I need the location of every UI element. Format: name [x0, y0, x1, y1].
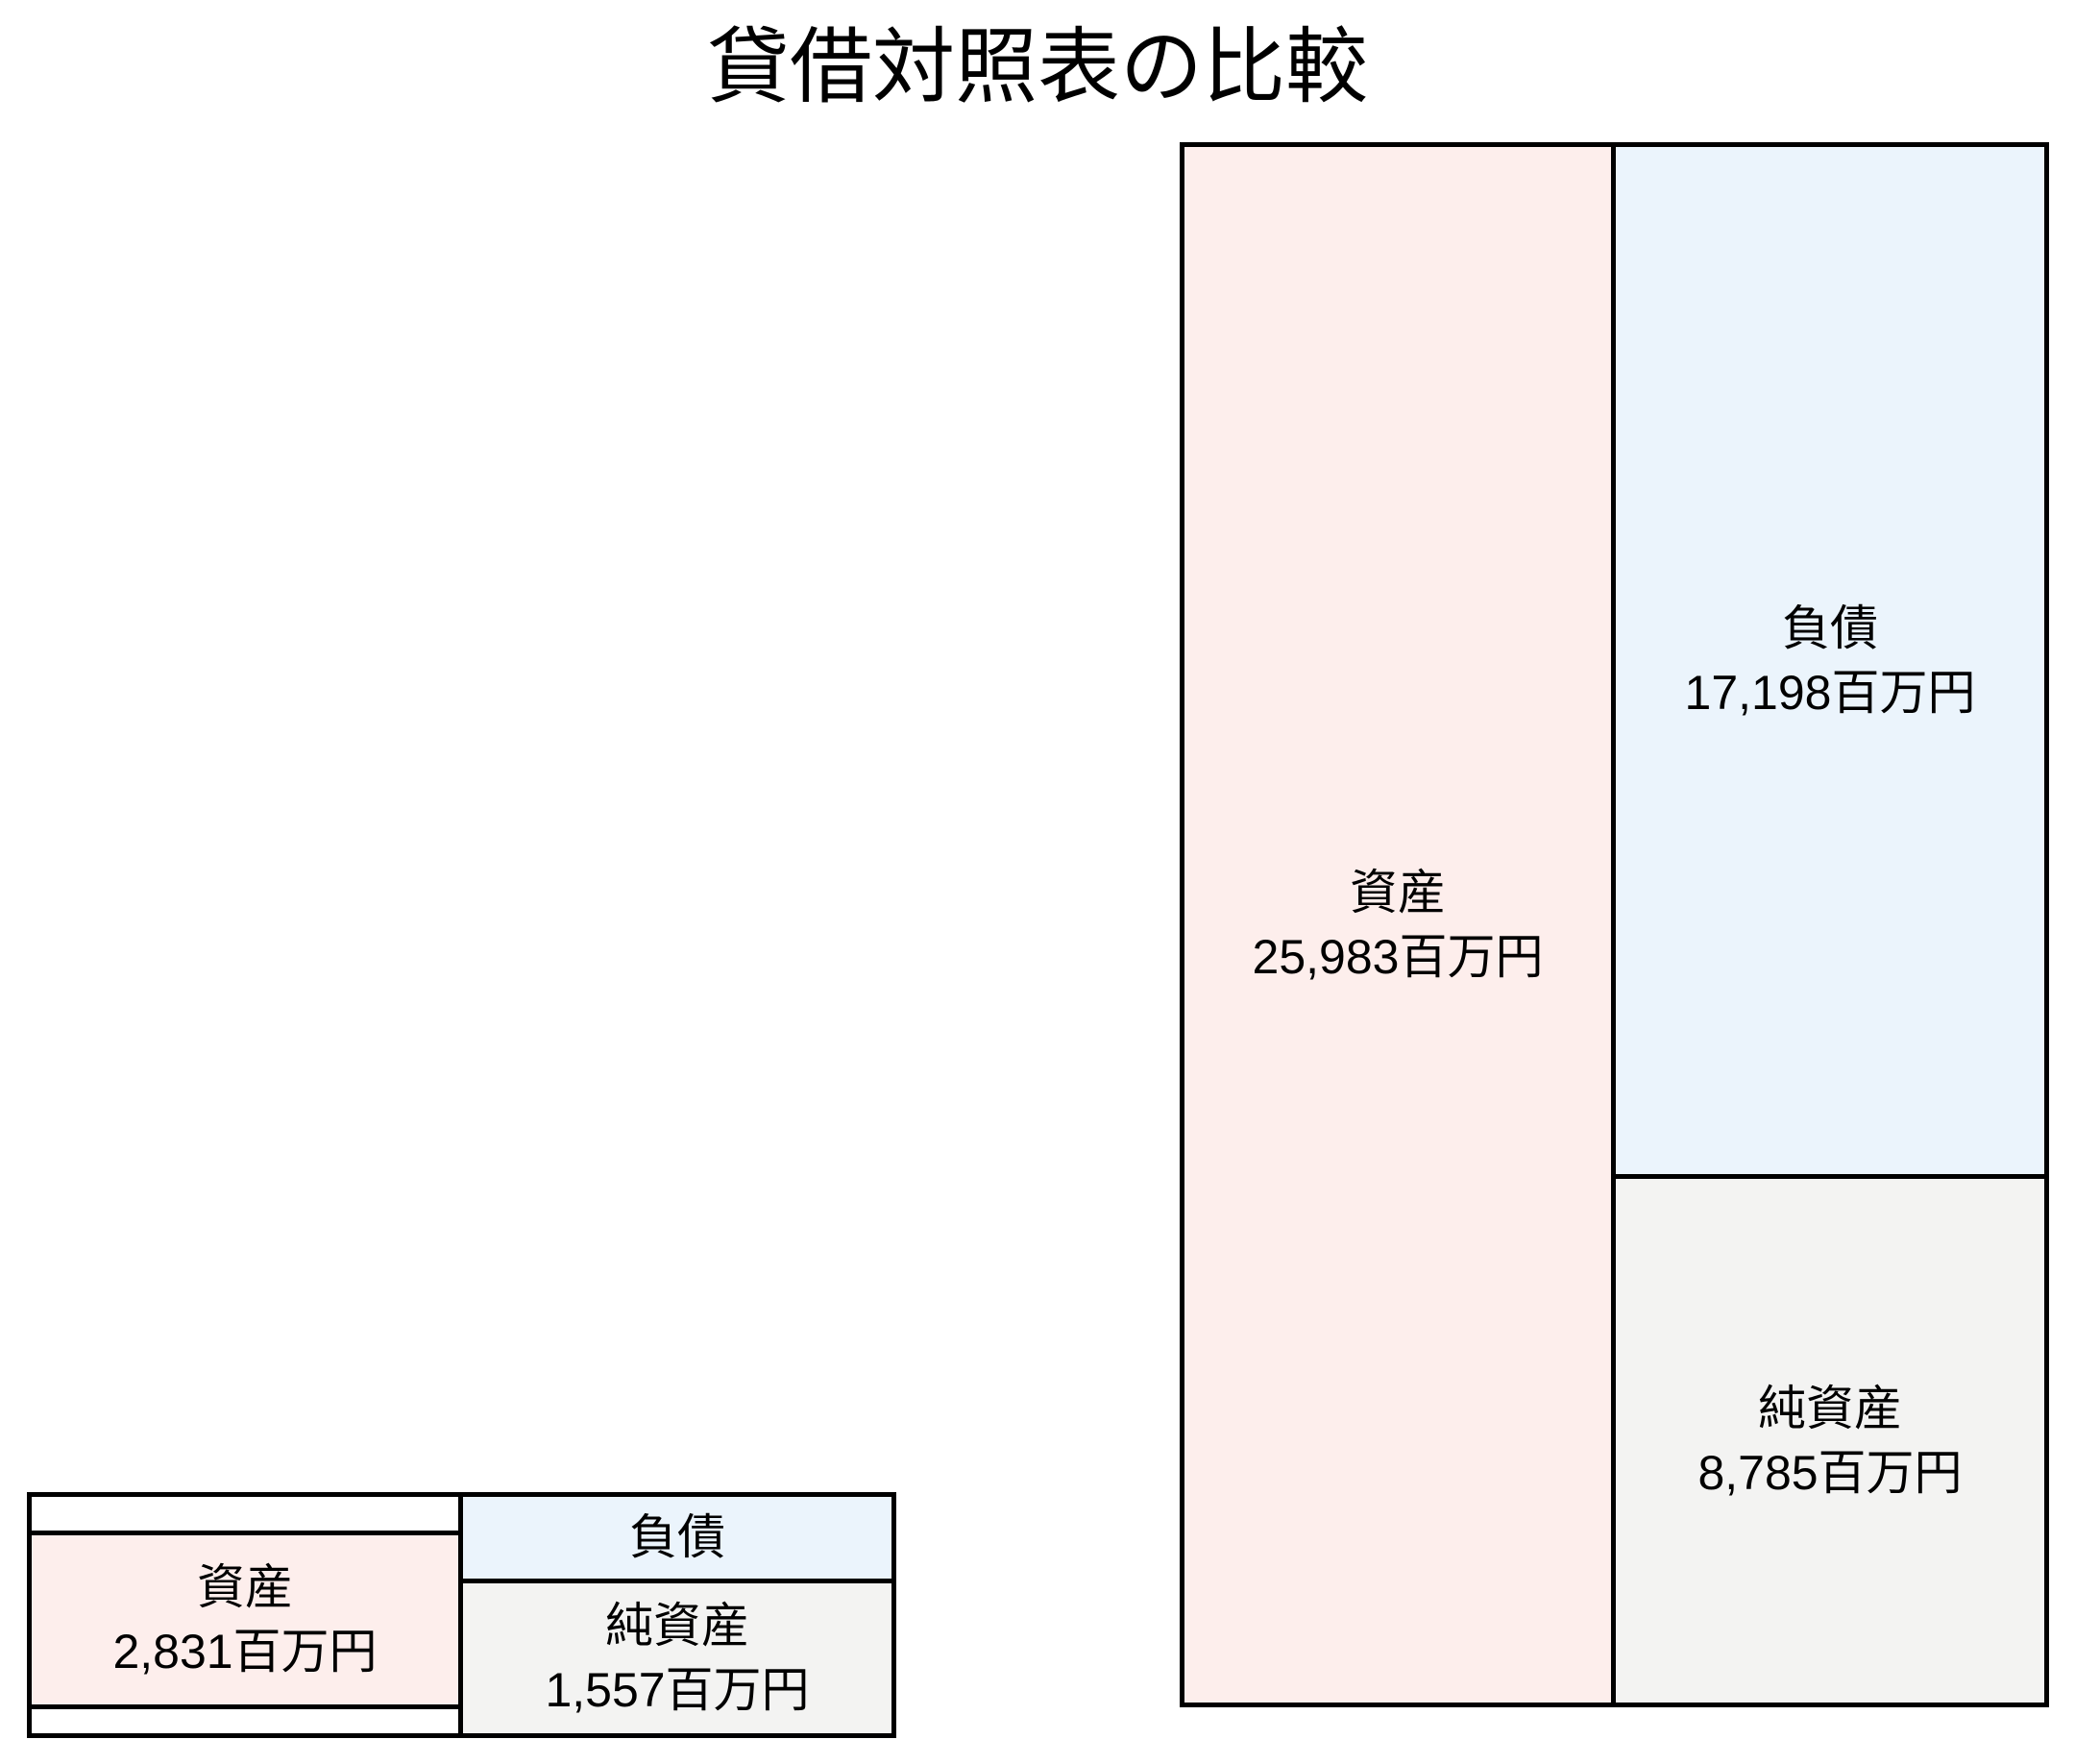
large-bs-liabilities-value: 17,198百万円: [1684, 665, 1976, 720]
large-bs-assets-box: 資産 25,983百万円: [1180, 142, 1616, 1707]
chart-title: 貸借対照表の比較: [707, 21, 1368, 113]
large-bs-net-assets-value: 8,785百万円: [1697, 1445, 1963, 1500]
large-bs-liabilities-label: 負債: [1782, 600, 1878, 655]
small-bs-net-assets-label: 純資産: [605, 1599, 749, 1653]
small-bs-liabilities-box: 負債: [458, 1492, 896, 1583]
small-bs-assets-label: 資産: [197, 1560, 293, 1614]
small-bs-assets-value: 2,831百万円: [112, 1625, 378, 1678]
small-bs-liabilities-label: 負債: [629, 1510, 725, 1564]
small-bs-net-assets-box: 純資産 1,557百万円: [458, 1579, 896, 1738]
large-bs-assets-label: 資産: [1350, 865, 1446, 919]
large-bs-liabilities-box: 負債 17,198百万円: [1611, 142, 2049, 1179]
large-bs-net-assets-box: 純資産 8,785百万円: [1611, 1174, 2049, 1707]
large-bs-assets-value: 25,983百万円: [1252, 929, 1544, 984]
large-bs-net-assets-label: 純資産: [1758, 1381, 1902, 1435]
small-bs-net-assets-value: 1,557百万円: [545, 1663, 810, 1717]
small-bs-assets-box: 資産 2,831百万円: [27, 1531, 463, 1709]
